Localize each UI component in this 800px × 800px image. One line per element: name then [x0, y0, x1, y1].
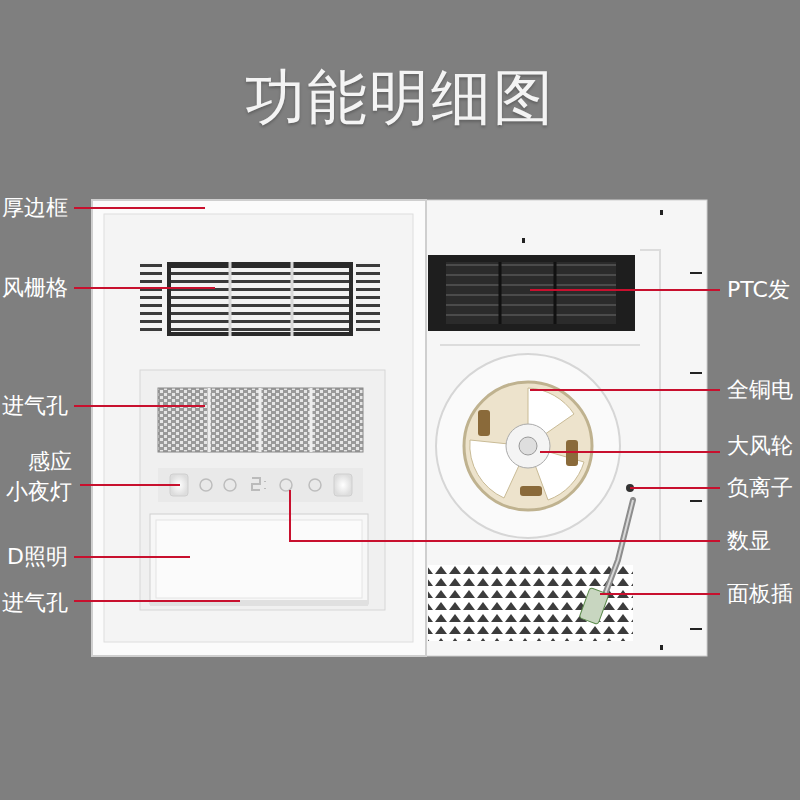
- callout-label: 面板插: [727, 580, 793, 608]
- callout-label: D照明: [7, 543, 68, 571]
- callout-label: PTC发: [727, 276, 790, 304]
- callout-label: 全铜电: [727, 376, 793, 404]
- callout-label: 厚边框: [2, 194, 68, 222]
- callout-label: 数显: [727, 527, 771, 555]
- callout-label: 风栅格: [2, 274, 68, 302]
- callout-label: 进气孔: [2, 392, 68, 420]
- title: 功能明细图: [0, 58, 800, 139]
- callout-label: 进气孔: [2, 589, 68, 617]
- callout-label: 感应 小夜灯: [2, 447, 72, 507]
- callout-label: 大风轮: [727, 432, 793, 460]
- callout-label: 负离子: [727, 474, 793, 502]
